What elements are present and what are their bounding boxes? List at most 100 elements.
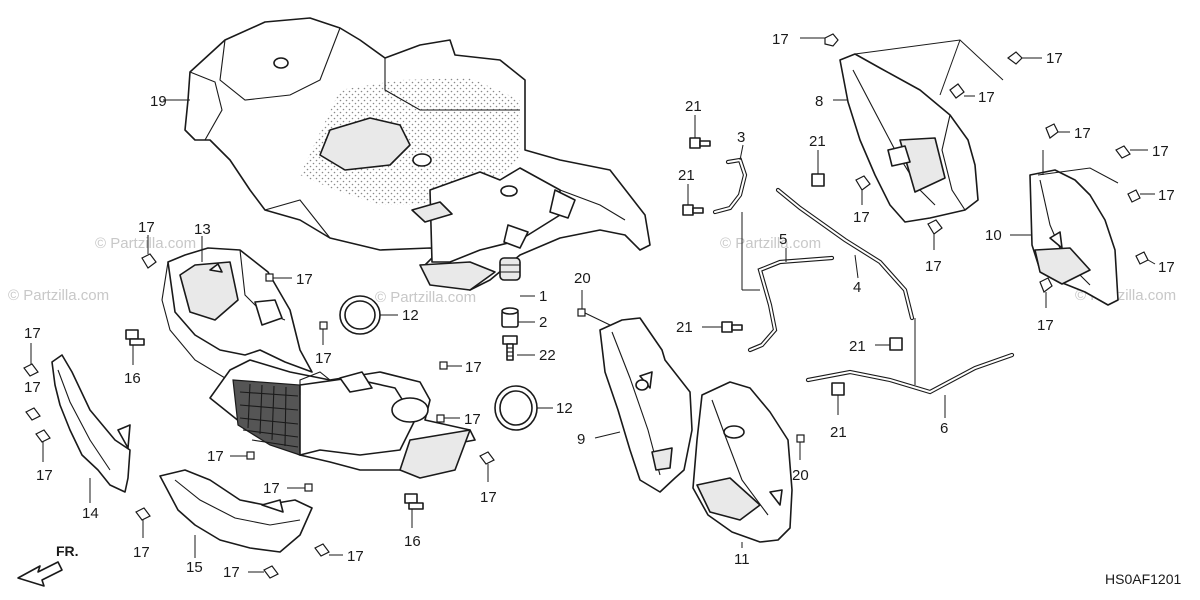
stay-rod-6[interactable]: [805, 352, 1015, 395]
callout-17-k: 17: [138, 219, 155, 236]
clip-17-bottom-c[interactable]: [263, 565, 279, 579]
clip-17-right-b[interactable]: [1115, 145, 1131, 159]
clip-17-right-a[interactable]: [1045, 123, 1059, 139]
stay-rod-4[interactable]: [775, 187, 915, 321]
callout-1: 1: [539, 288, 547, 305]
callout-17-h: 17: [1158, 187, 1175, 204]
clip-17-top[interactable]: [824, 33, 839, 47]
callout-17-f: 17: [1074, 125, 1091, 142]
callout-16-left: 16: [124, 370, 141, 387]
callout-17-b: 17: [1046, 50, 1063, 67]
watermark-center-left: © Partzilla.com: [95, 235, 196, 252]
screw-20-a[interactable]: [577, 308, 586, 317]
clip-17-top-right[interactable]: [1007, 51, 1023, 65]
clip-17-left-b[interactable]: [25, 407, 41, 421]
callout-19-c: 17: [465, 359, 482, 376]
callout-13: 13: [194, 221, 211, 238]
callout-17-d: 17: [853, 209, 870, 226]
callout-15: 15: [186, 559, 203, 576]
side-cover-10[interactable]: [1029, 169, 1119, 306]
callout-20-a: 20: [574, 270, 591, 287]
bolt-21-a[interactable]: [689, 137, 711, 149]
watermark-left: © Partzilla.com: [8, 287, 109, 304]
callout-21-c: 21: [809, 133, 826, 150]
screw-19-b[interactable]: [319, 321, 328, 330]
clip-17-left-a[interactable]: [23, 363, 39, 377]
inner-panel-9[interactable]: [599, 317, 693, 493]
callout-21-a: 21: [685, 98, 702, 115]
stay-rod-3[interactable]: [712, 157, 748, 215]
side-cover-8[interactable]: [839, 53, 979, 223]
bolt-16-bottom[interactable]: [404, 493, 424, 510]
callout-21-f: 21: [830, 424, 847, 441]
clip-17-bottom-b[interactable]: [314, 543, 330, 557]
callout-3: 3: [737, 129, 745, 146]
front-direction-label: FR.: [56, 543, 79, 559]
callout-17-a: 17: [772, 31, 789, 48]
screw-19-a[interactable]: [265, 273, 274, 282]
clip-17-mid[interactable]: [855, 175, 871, 191]
callout-16-bottom: 16: [404, 533, 421, 550]
screw-20-b[interactable]: [796, 434, 805, 443]
callout-17-p: 17: [347, 548, 364, 565]
lower-guard-11[interactable]: [692, 381, 793, 543]
callout-6: 6: [940, 420, 948, 437]
bolt-21-d[interactable]: [721, 321, 743, 333]
callout-17-n: 17: [36, 467, 53, 484]
clip-17-mid-lower[interactable]: [479, 451, 495, 465]
screw-19-c[interactable]: [439, 361, 448, 370]
ring-grommet-upper[interactable]: [339, 295, 381, 335]
clip-17-mid-right[interactable]: [949, 83, 965, 99]
bolt-21-b[interactable]: [682, 204, 704, 216]
clip-17-right-c[interactable]: [1127, 189, 1141, 203]
bolt-21-e[interactable]: [889, 337, 903, 351]
watermark-center: © Partzilla.com: [375, 289, 476, 306]
clip-17-left-top[interactable]: [141, 253, 157, 269]
front-direction-arrow-icon: [17, 561, 63, 587]
rubber-grommet-1[interactable]: [499, 257, 521, 281]
callout-2: 2: [539, 314, 547, 331]
screw-19-e[interactable]: [246, 451, 255, 460]
bolt-22[interactable]: [502, 335, 518, 361]
callout-19-d: 17: [464, 411, 481, 428]
bolt-21-f[interactable]: [831, 382, 845, 396]
callout-19-b: 17: [315, 350, 332, 367]
callout-17-e: 17: [925, 258, 942, 275]
clip-17-bottom-a[interactable]: [135, 507, 151, 521]
callout-17-r: 17: [480, 489, 497, 506]
bolt-16-left[interactable]: [125, 329, 145, 346]
ring-grommet-lower[interactable]: [494, 385, 538, 431]
callout-11: 11: [734, 551, 750, 568]
clip-17-right-d[interactable]: [1135, 251, 1149, 265]
stay-rod-5[interactable]: [747, 255, 835, 353]
front-carrier-cover[interactable]: [184, 17, 651, 291]
collar-2[interactable]: [501, 307, 519, 328]
bolt-21-c[interactable]: [811, 173, 825, 187]
callout-20-b: 20: [792, 467, 809, 484]
callout-17-c: 17: [978, 89, 995, 106]
front-inner-fender[interactable]: [161, 247, 313, 379]
clip-17-right-e[interactable]: [1039, 277, 1053, 293]
side-strip-left[interactable]: [51, 354, 131, 493]
callout-9: 9: [577, 431, 585, 448]
callout-17-g: 17: [1152, 143, 1169, 160]
callout-17-l: 17: [24, 325, 41, 342]
lower-stay-15[interactable]: [159, 469, 313, 553]
clip-17-mid-2[interactable]: [927, 219, 943, 235]
screw-19-f[interactable]: [304, 483, 313, 492]
callout-4: 4: [853, 279, 861, 296]
callout-12-lower: 12: [556, 400, 573, 417]
callout-12-upper: 12: [402, 307, 419, 324]
callout-14: 14: [82, 505, 99, 522]
front-lower-cowl[interactable]: [209, 359, 476, 479]
callout-19-a: 17: [296, 271, 313, 288]
callout-17-j: 17: [1037, 317, 1054, 334]
clip-17-left-c[interactable]: [35, 429, 51, 443]
drawing-code: HS0AF1201: [1105, 571, 1181, 587]
callout-5: 5: [779, 231, 787, 248]
callout-17-o: 17: [133, 544, 150, 561]
callout-8: 8: [815, 93, 823, 110]
callout-22: 22: [539, 347, 556, 364]
screw-19-d[interactable]: [436, 414, 445, 423]
